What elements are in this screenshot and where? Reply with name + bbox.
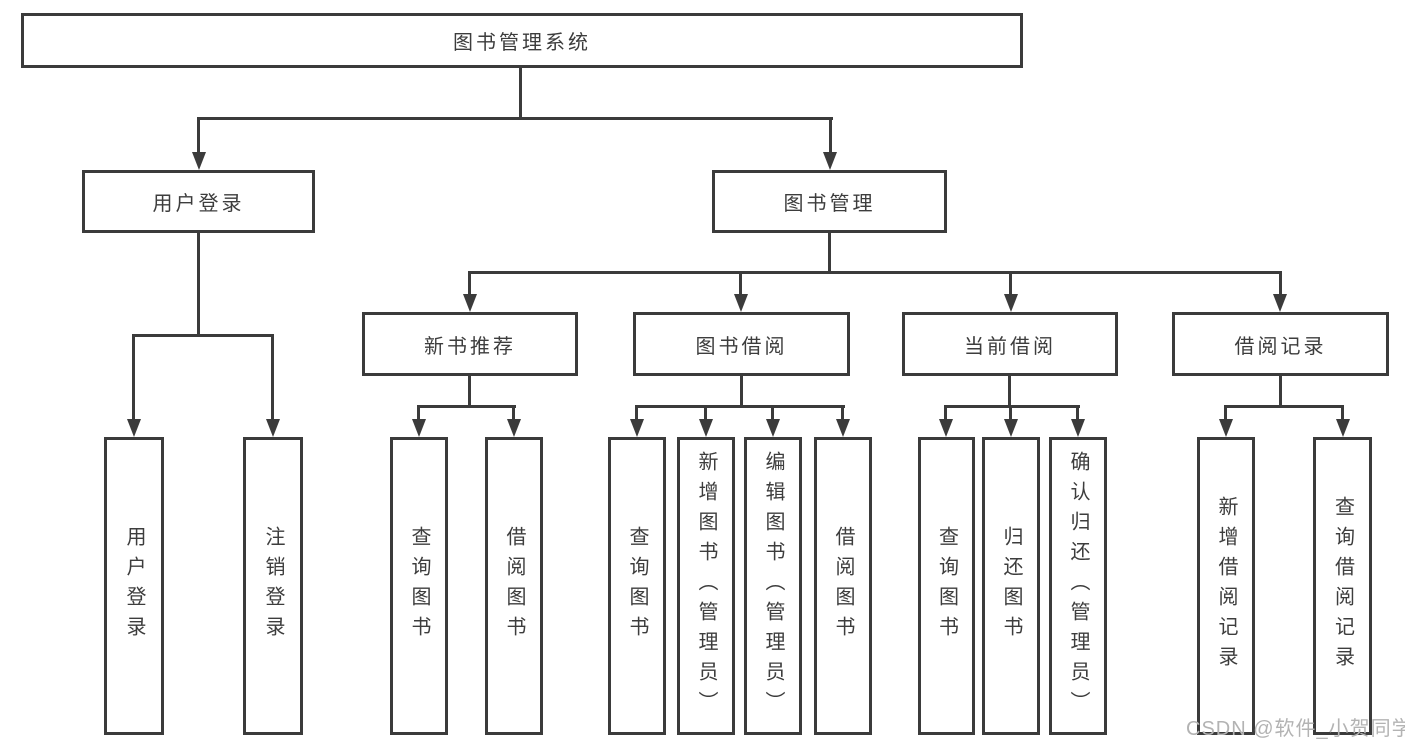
leaf-user-login: 用户登录 xyxy=(104,437,164,735)
arrow-down-icon xyxy=(699,419,713,437)
leaf-logout: 注销登录 xyxy=(243,437,303,735)
connector-borrow-drop xyxy=(739,271,742,296)
leaf-bb-edit-books-admin: 编辑图书（管理员） xyxy=(744,437,802,735)
arrow-down-icon xyxy=(1004,419,1018,437)
leaf-nbr-query-books: 查询图书 xyxy=(390,437,448,735)
arrow-down-icon xyxy=(939,419,953,437)
leaf-cb-return-books: 归还图书 xyxy=(982,437,1040,735)
leaf-br-add-record: 新增借阅记录 xyxy=(1197,437,1255,735)
node-book-borrow: 图书借阅 xyxy=(633,312,850,376)
node-current-borrow: 当前借阅 xyxy=(902,312,1118,376)
connector-g3-rail xyxy=(944,405,1080,408)
connector-g2-c1-drop xyxy=(635,405,638,421)
arrow-down-icon xyxy=(1336,419,1350,437)
arrow-down-icon xyxy=(1004,294,1018,312)
leaf-br-query-record: 查询借阅记录 xyxy=(1313,437,1372,735)
connector-g2-c2-drop xyxy=(704,405,707,421)
connector-records-drop xyxy=(1279,271,1282,296)
connector-g1-c1-drop xyxy=(417,405,420,421)
connector-g2-c4-drop xyxy=(841,405,844,421)
arrow-down-icon xyxy=(630,419,644,437)
connector-g2-c3-drop xyxy=(771,405,774,421)
connector-root-rail xyxy=(197,117,833,120)
arrow-down-icon xyxy=(266,419,280,437)
arrow-down-icon xyxy=(1273,294,1287,312)
connector-g1-stem xyxy=(468,376,471,407)
connector-g3-c2-drop xyxy=(1009,405,1012,421)
connector-g2-stem xyxy=(740,376,743,407)
connector-book-mgmt-rail xyxy=(468,271,1282,274)
arrow-down-icon xyxy=(1219,419,1233,437)
arrow-down-icon xyxy=(412,419,426,437)
connector-current-drop xyxy=(1009,271,1012,296)
leaf-bb-borrow-books: 借阅图书 xyxy=(814,437,872,735)
leaf-bb-query-books: 查询图书 xyxy=(608,437,666,735)
node-system-root: 图书管理系统 xyxy=(21,13,1023,68)
connector-g3-c3-drop xyxy=(1076,405,1079,421)
connector-g3-c1-drop xyxy=(944,405,947,421)
connector-login-leaf-drop xyxy=(132,334,135,420)
connector-book-mgmt-drop xyxy=(829,117,832,154)
arrow-down-icon xyxy=(507,419,521,437)
connector-g3-stem xyxy=(1008,376,1011,407)
arrow-down-icon xyxy=(766,419,780,437)
leaf-cb-query-books: 查询图书 xyxy=(918,437,975,735)
connector-g1-rail xyxy=(417,405,516,408)
connector-new-book-drop xyxy=(468,271,471,296)
connector-g1-c2-drop xyxy=(512,405,515,421)
arrow-down-icon xyxy=(463,294,477,312)
leaf-nbr-borrow-books: 借阅图书 xyxy=(485,437,543,735)
connector-root-stem xyxy=(519,68,522,119)
connector-user-login-stem xyxy=(197,233,200,337)
connector-g4-c1-drop xyxy=(1224,405,1227,421)
arrow-down-icon xyxy=(1071,419,1085,437)
csdn-watermark: CSDN @软件_小贺同学 xyxy=(1186,718,1405,740)
arrow-down-icon xyxy=(734,294,748,312)
connector-user-login-drop xyxy=(197,117,200,154)
node-user-login: 用户登录 xyxy=(82,170,315,233)
arrow-down-icon xyxy=(823,152,837,170)
connector-book-mgmt-stem xyxy=(828,233,831,273)
arrow-down-icon xyxy=(127,419,141,437)
leaf-bb-add-books-admin: 新增图书（管理员） xyxy=(677,437,735,735)
connector-user-login-rail xyxy=(132,334,274,337)
arrow-down-icon xyxy=(192,152,206,170)
connector-g4-c2-drop xyxy=(1341,405,1344,421)
leaf-cb-confirm-return-admin: 确认归还（管理员） xyxy=(1049,437,1107,735)
node-borrow-records: 借阅记录 xyxy=(1172,312,1389,376)
connector-g2-rail xyxy=(635,405,845,408)
connector-logout-leaf-drop xyxy=(271,334,274,420)
connector-g4-rail xyxy=(1224,405,1344,408)
arrow-down-icon xyxy=(836,419,850,437)
node-new-book-recommend: 新书推荐 xyxy=(362,312,578,376)
node-book-management: 图书管理 xyxy=(712,170,947,233)
connector-g4-stem xyxy=(1279,376,1282,407)
